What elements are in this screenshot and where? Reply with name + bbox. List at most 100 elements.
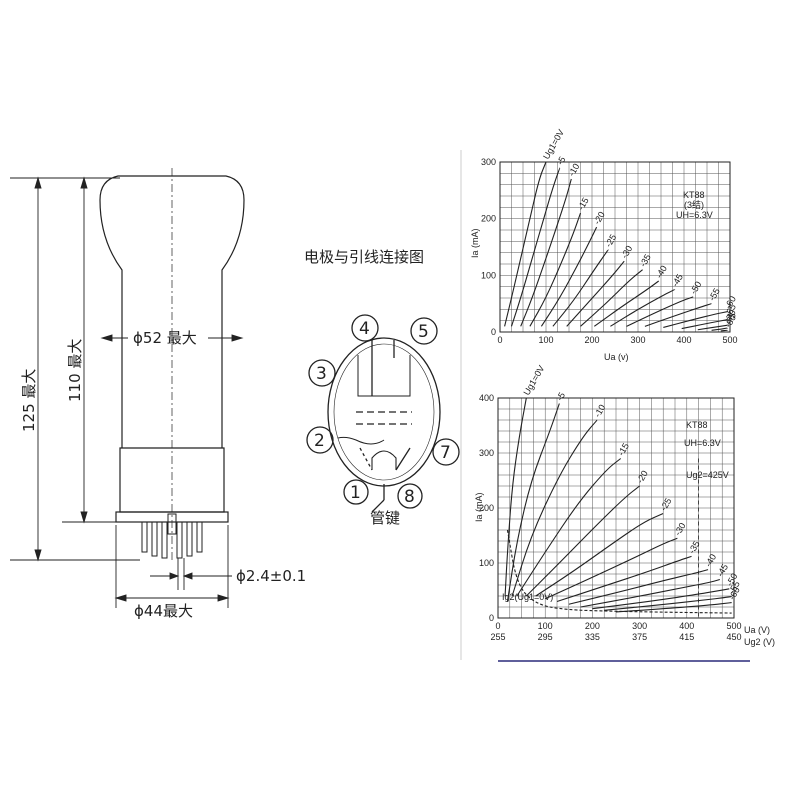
chart2-x2tick: 450 [726, 632, 741, 642]
chart1-series-line [663, 311, 728, 328]
chart2-annot-2: Ug2=425V [686, 470, 729, 480]
chart2-xlabel: Ua (V) [744, 625, 770, 635]
chart2-ytick: 200 [479, 503, 494, 513]
chart1-series-label: -20 [592, 210, 607, 226]
chart2-xtick: 300 [632, 621, 647, 631]
chart2-texts: Ia (mA) Ua (V) Ug2 (V) KT88 UH=6.3V Ug2=… [474, 420, 775, 647]
chart1-series-line [566, 260, 625, 327]
chart1-series-line [711, 327, 728, 331]
chart1-xtick: 300 [630, 335, 645, 345]
chart1-series-line [593, 280, 660, 327]
chart1-series-line [580, 269, 643, 327]
chart2-ig2-label: Ig2(Ug1=0V) [502, 592, 553, 602]
chart2-series-line [516, 458, 622, 597]
pin-8-label: 8 [404, 487, 415, 507]
chart1-xtick: 0 [497, 335, 502, 345]
pinout-diagram: 电极与引线连接图 4 5 [304, 248, 460, 527]
chart1-xtick: 400 [676, 335, 691, 345]
pin-7-label: 7 [440, 443, 451, 463]
chart2-series-line [506, 529, 732, 614]
chart1-frame [499, 161, 731, 333]
chart1-series-line [552, 249, 609, 327]
chart1-annot-2: UH=6.3V [676, 210, 713, 220]
chart2-series-line [615, 602, 732, 613]
chart2-x2tick: 415 [679, 632, 694, 642]
chart1-ylabel: Ia (mA) [470, 228, 480, 258]
chart2-xtick: 400 [679, 621, 694, 631]
dimension-labels: ϕ52 最大 110 最大 125 最大 ϕ2.4±0.1 ϕ44最大 [20, 329, 306, 620]
chart1-series-line [720, 329, 728, 332]
chart2-frame [497, 397, 735, 619]
chart2-xtick: 200 [585, 621, 600, 631]
chart1-series-label: -45 [670, 272, 685, 288]
chart2-series-label: -40 [703, 552, 718, 568]
chart1-series-line [504, 161, 547, 327]
chart1-grid [499, 161, 731, 333]
chart1-xlabel: Ua (v) [604, 352, 629, 362]
chart1-ytick: 0 [491, 327, 496, 337]
chart2-series-label: -15 [616, 441, 631, 457]
chart2-series-label: Ug1=0V [521, 364, 546, 397]
chart2-series-line [525, 485, 640, 597]
chart1-annot-1: (3结) [684, 199, 704, 210]
tube-pins [141, 513, 203, 559]
chart2-series-line [504, 397, 527, 597]
chart2-x2tick: 295 [538, 632, 553, 642]
chart1-series-label: -15 [576, 196, 591, 212]
chart1-series-line [681, 318, 728, 330]
pinout-title: 电极与引线连接图 [304, 248, 424, 266]
chart1-series-line [644, 303, 712, 327]
chart2-ylabel: Ia (mA) [474, 492, 484, 522]
chart2-series-line [556, 555, 692, 603]
chart1-series-label: -30 [619, 244, 634, 260]
dimensions [10, 176, 244, 608]
dim-125-label: 125 最大 [20, 369, 38, 432]
chart1-texts: Ia (mA) Ua (v) KT88 (3结) UH=6.3V [470, 190, 713, 362]
chart2-annot-0: KT88 [686, 420, 708, 430]
pin-4-label: 4 [359, 319, 370, 339]
chart2-series-label: -5 [554, 391, 567, 403]
chart1-series-line [510, 167, 561, 327]
chart1-series-label: -55 [707, 286, 722, 302]
chart1-series-line [520, 178, 572, 327]
pin-5-label: 5 [418, 322, 429, 342]
chart1-series-line [626, 296, 694, 327]
pinout-envelope-inner [333, 343, 435, 481]
chart2-series-line [544, 537, 678, 600]
chart2-series-label: -30 [672, 521, 687, 537]
chart2-ytick: 300 [479, 448, 494, 458]
pin-numbers: 4 5 3 2 7 1 8 [314, 319, 451, 507]
chart1-series-label: -40 [654, 264, 669, 280]
chart1-series-label: -50 [688, 280, 703, 296]
chart2-series-label: -20 [635, 469, 650, 485]
chart2-series-line [592, 588, 730, 610]
chart2-x2tick: 255 [490, 632, 505, 642]
dim-base-label: ϕ44最大 [134, 602, 193, 620]
dim-pin-label: ϕ2.4±0.1 [236, 567, 306, 585]
chart2-series-line [535, 512, 664, 597]
chart2-series-label: -25 [658, 496, 673, 512]
dim-bulb-label: ϕ52 最大 [133, 329, 197, 347]
chart1-ytick: 300 [481, 157, 496, 167]
chart1-series-label: Ug1=0V [541, 128, 566, 161]
chart2-xlabel2: Ug2 (V) [744, 637, 775, 647]
chart1-series-line [610, 288, 676, 327]
chart2-x2tick: 335 [585, 632, 600, 642]
chart1-xtick: 200 [584, 335, 599, 345]
chart1-series-line [540, 226, 598, 327]
chart2-xtick: 500 [726, 621, 741, 631]
chart1-series-line [529, 212, 582, 327]
chart2-series-label: -35 [687, 539, 702, 555]
chart1-series-line [697, 324, 728, 331]
chart2-annot-1: UH=6.3V [684, 438, 721, 448]
pin-3-label: 3 [316, 364, 327, 384]
chart2-ytick: 100 [479, 558, 494, 568]
dim-110-label: 110 最大 [66, 339, 84, 402]
key-label: 管键 [370, 509, 400, 527]
chart1-annot-0: KT88 [683, 190, 705, 200]
chart1-xtick: 500 [722, 335, 737, 345]
chart1-series-label: -25 [603, 233, 618, 249]
chart2-ytick: 400 [479, 393, 494, 403]
